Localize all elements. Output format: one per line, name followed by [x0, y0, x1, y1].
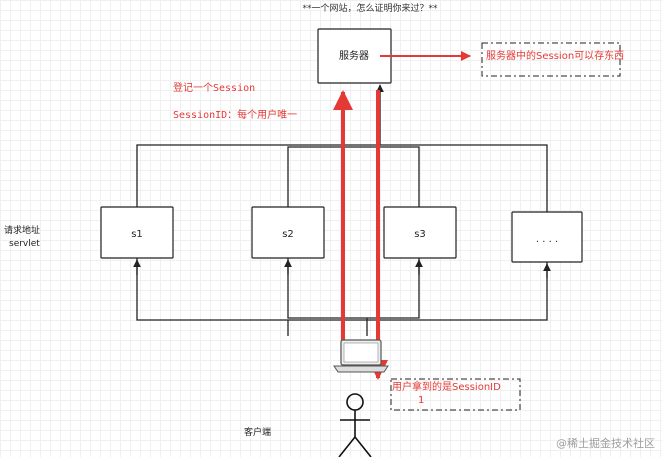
- laptop-icon: [333, 339, 389, 373]
- session-id-note: SessionID：每个用户唯一: [173, 108, 297, 121]
- watermark: @稀土掘金技术社区: [556, 436, 655, 450]
- server-instance-s3: s3: [383, 206, 457, 259]
- server-instance-label: s1: [131, 229, 143, 240]
- stick-figure-icon: [338, 393, 372, 457]
- user-session-id-note: 用户拿到的是SessionID: [392, 380, 501, 393]
- server-instance-s1: s1: [100, 206, 174, 259]
- server-instance-s2: s2: [251, 206, 325, 259]
- register-session-note: 登记一个Session: [173, 81, 255, 94]
- server-instance-label: . . . .: [536, 234, 558, 245]
- diagram-title: **一个网站，怎么证明你来过？**: [302, 2, 438, 14]
- server-session-note: 服务器中的Session可以存东西: [486, 49, 624, 62]
- server-instance-more: . . . .: [511, 211, 583, 263]
- request-address-label: 请求地址: [4, 224, 40, 236]
- server-instance-label: s3: [414, 229, 426, 240]
- user-session-id-note-box: 用户拿到的是SessionID 1: [390, 378, 521, 411]
- server-instance-label: s2: [282, 229, 294, 240]
- note-number: 1: [418, 395, 424, 406]
- client-label: 客户端: [244, 426, 271, 438]
- server-session-note-box: 服务器中的Session可以存东西: [481, 42, 624, 77]
- red-flow-arrows: [333, 51, 471, 380]
- server-label: 服务器: [339, 49, 369, 62]
- servlet-label: servlet: [9, 239, 40, 249]
